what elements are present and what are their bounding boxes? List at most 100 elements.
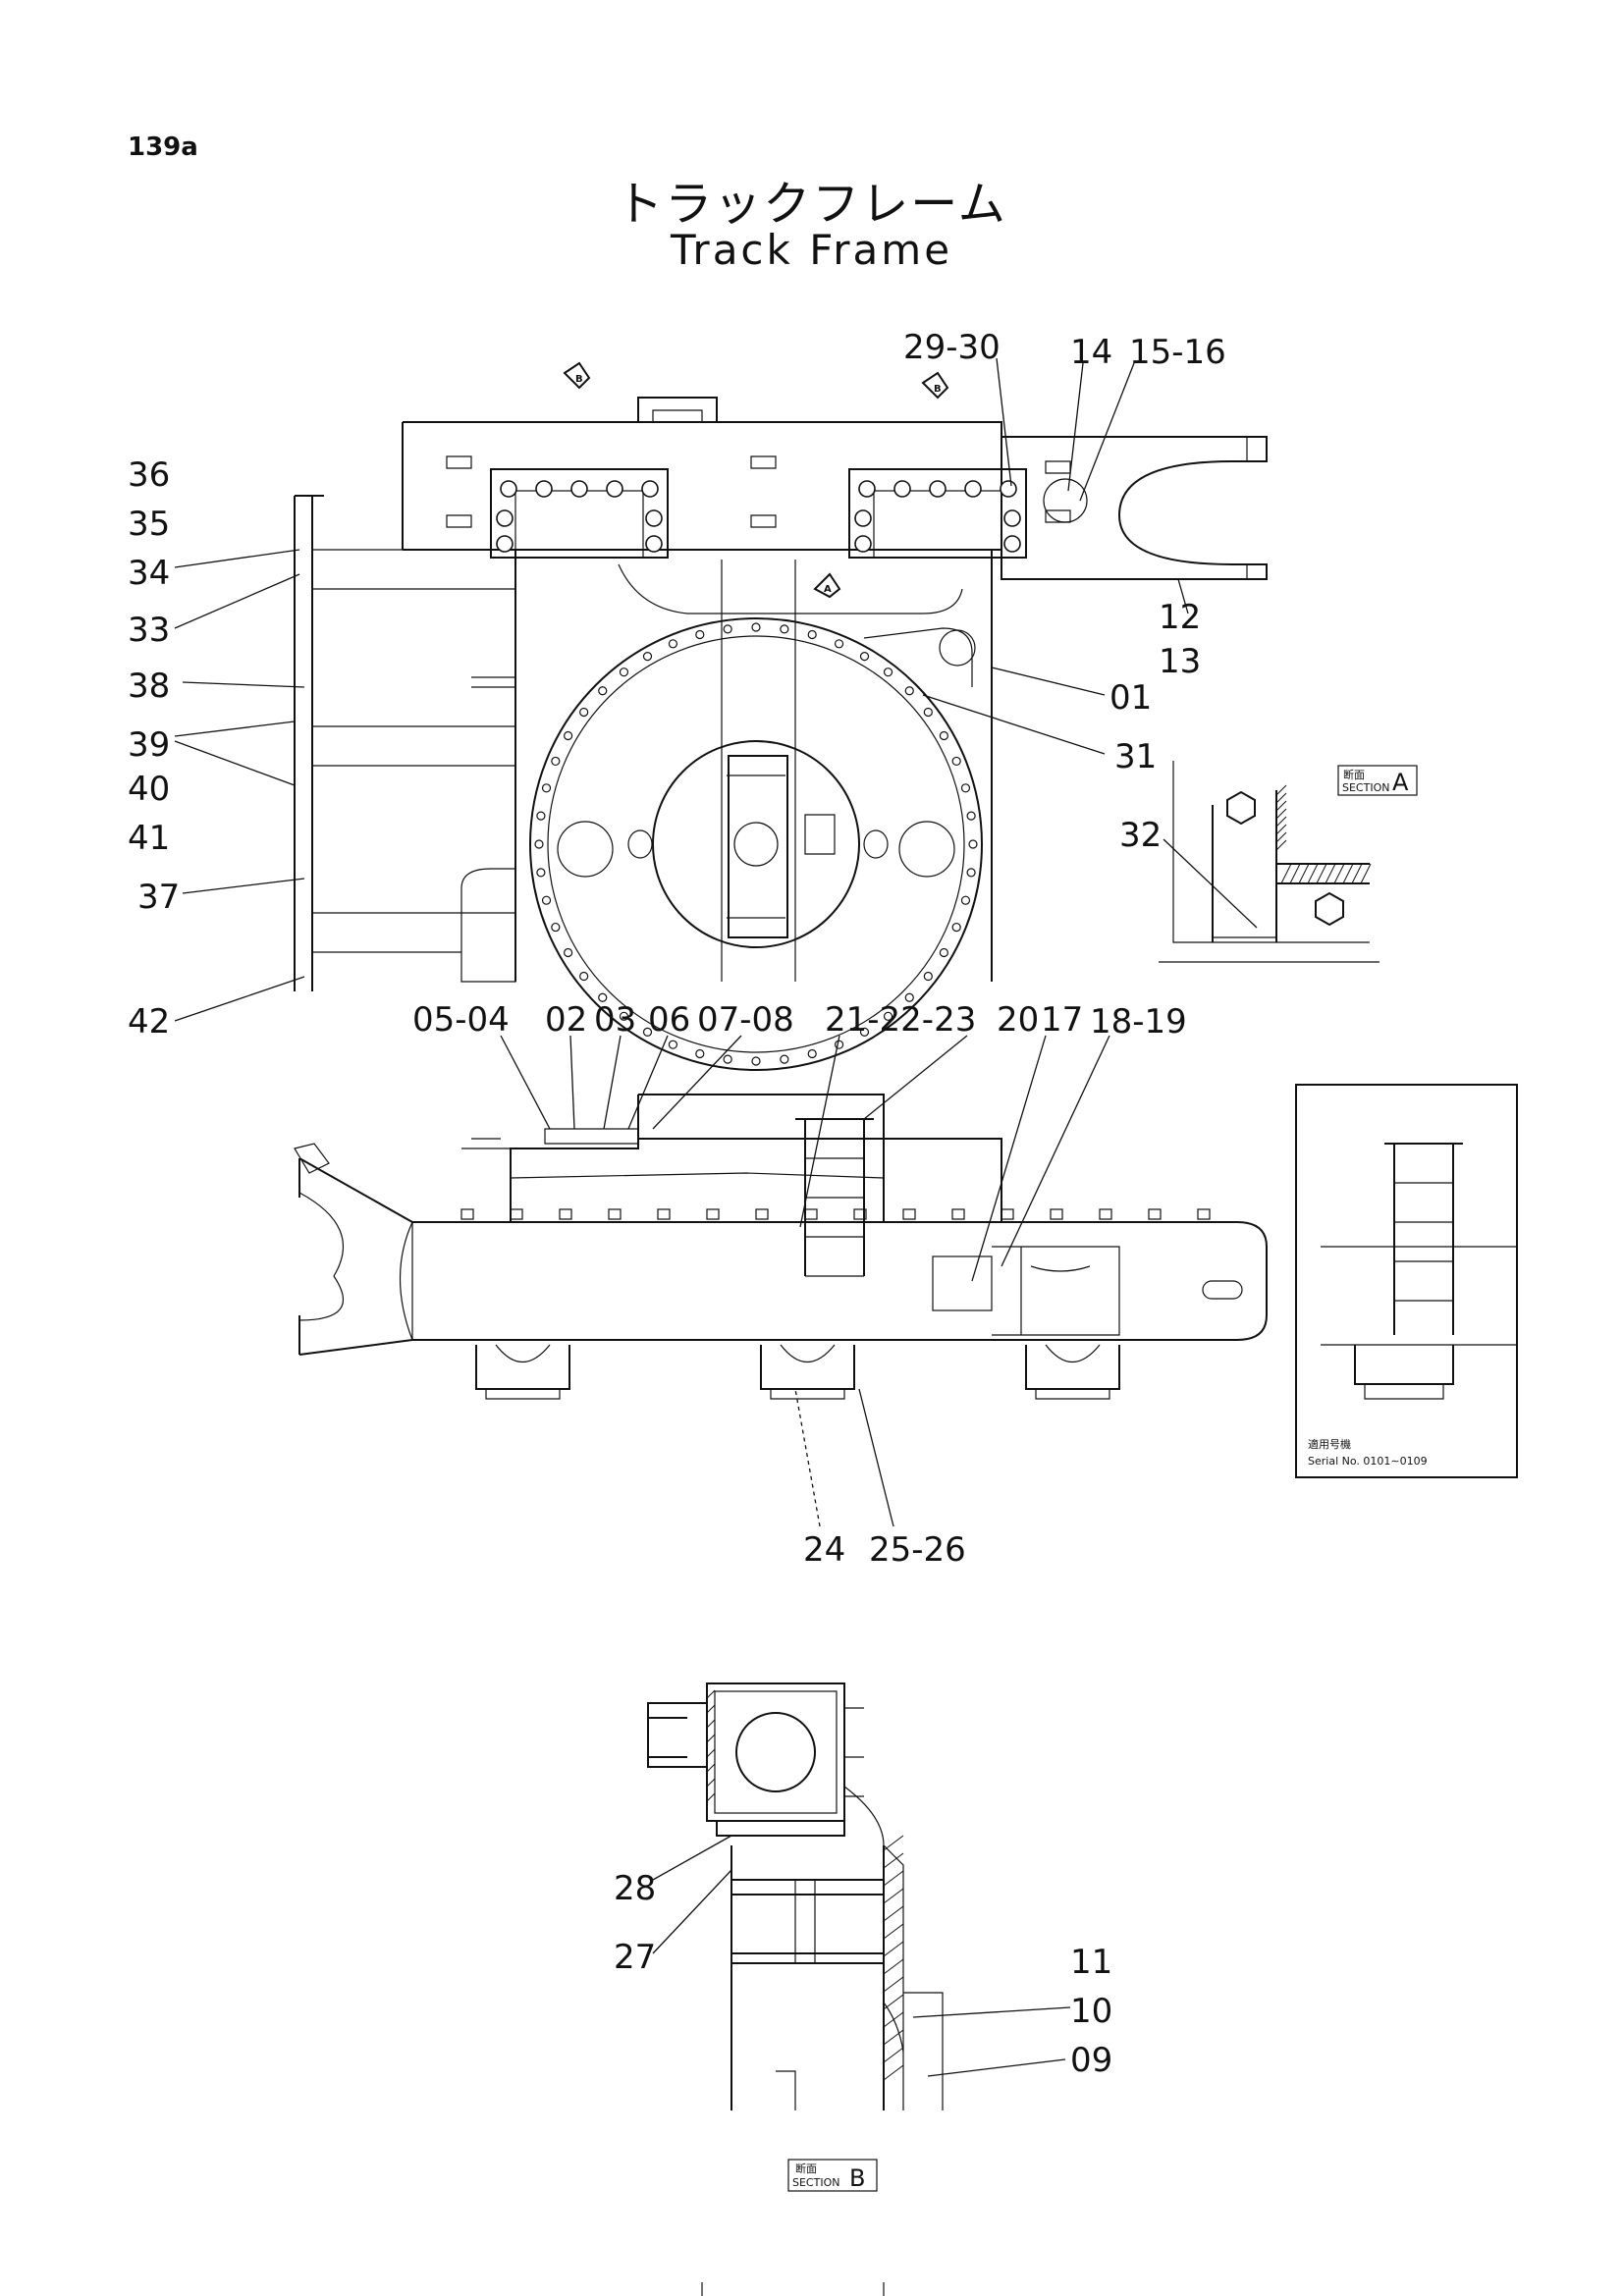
callout-12: 12 xyxy=(1159,598,1201,637)
ring-bolt-hole xyxy=(951,756,961,767)
callout-25-26: 25-26 xyxy=(869,1530,966,1570)
bolt-hole xyxy=(1003,535,1021,553)
section-hatch xyxy=(1298,863,1310,884)
svg-text:B: B xyxy=(575,374,583,385)
callout-labels: 29-30 14 15-16 36 35 34 33 38 39 40 41 3… xyxy=(128,328,1226,2080)
roller-curve xyxy=(1045,1344,1101,1362)
section-hatch xyxy=(883,1835,904,1851)
title-english: Track Frame xyxy=(670,226,953,274)
roller-bracket xyxy=(760,1345,855,1390)
ring-bolt-hole xyxy=(695,629,705,640)
ring-bolt-hole xyxy=(579,707,589,718)
ring-bolt-hole xyxy=(536,868,546,878)
section-hatch xyxy=(706,1778,716,1788)
section-b-tag: 断面 SECTION B xyxy=(787,2159,878,2192)
section-hatch xyxy=(883,1976,904,1993)
inset-caption-en: Serial No. 0101∼0109 xyxy=(1308,1455,1428,1468)
deck-bolt xyxy=(460,1208,474,1220)
section-hatch xyxy=(883,2064,904,2081)
bolt-hole xyxy=(500,480,517,498)
callout-34: 34 xyxy=(128,554,170,593)
section-hatch xyxy=(1351,863,1363,884)
deck-bolt xyxy=(657,1208,671,1220)
callout-06: 06 xyxy=(648,1000,690,1040)
inset-caption-jp: 適用号機 xyxy=(1308,1437,1351,1451)
ring-bolt-hole xyxy=(564,730,573,741)
ring-bolt-hole xyxy=(564,947,573,958)
roller-base xyxy=(1035,1389,1110,1400)
callout-24: 24 xyxy=(803,1530,845,1570)
section-hatch xyxy=(1307,863,1319,884)
deck-bolt xyxy=(1050,1208,1063,1220)
svg-text:SECTION: SECTION xyxy=(792,2176,839,2189)
callout-38: 38 xyxy=(128,667,170,706)
roller-curve xyxy=(780,1344,836,1362)
ring-bolt-hole xyxy=(939,730,948,741)
ring-bolt-hole xyxy=(551,756,561,767)
section-hatch xyxy=(883,2029,904,2046)
ring-bolt-hole xyxy=(668,1040,678,1049)
ring-bolt-hole xyxy=(960,783,971,793)
roller-base xyxy=(485,1389,561,1400)
section-hatch xyxy=(1275,784,1287,796)
section-hatch xyxy=(706,1704,716,1714)
svg-text:SECTION: SECTION xyxy=(1342,781,1389,794)
ring-bolt-hole xyxy=(642,1027,653,1037)
bolt-hole xyxy=(496,509,514,527)
callout-01: 01 xyxy=(1109,678,1152,718)
deck-bolt xyxy=(559,1208,572,1220)
section-hatch xyxy=(706,1719,716,1729)
ring-bolt-hole xyxy=(834,1040,844,1049)
callout-40: 40 xyxy=(128,770,170,809)
ring-bolt-hole xyxy=(883,667,893,677)
bolt-hole xyxy=(641,480,659,498)
bolt-hole xyxy=(893,480,911,498)
section-hatch xyxy=(1316,863,1327,884)
callout-07-08: 07-08 xyxy=(697,1000,794,1040)
deck-bolt xyxy=(853,1208,867,1220)
section-hatch xyxy=(1275,824,1287,835)
view-marker-b-top: B xyxy=(563,361,591,390)
ring-bolt-hole xyxy=(939,947,948,958)
section-hatch xyxy=(706,1748,716,1758)
callout-28: 28 xyxy=(614,1869,656,1908)
ring-bolt-hole xyxy=(966,868,976,878)
section-a-detail: 断面 SECTION A xyxy=(1159,761,1418,963)
svg-text:断面: 断面 xyxy=(795,2162,817,2175)
callout-37: 37 xyxy=(137,878,180,917)
section-b-view: 断面 SECTION B xyxy=(647,1682,944,2192)
section-hatch xyxy=(706,1689,716,1699)
ring-bolt-hole xyxy=(541,783,552,793)
title-japanese: トラックフレーム xyxy=(616,177,1007,232)
deck-bolt xyxy=(902,1208,916,1220)
section-hatch xyxy=(1275,808,1287,820)
ring-bolt-hole xyxy=(834,639,844,649)
section-hatch xyxy=(883,2011,904,2028)
callout-13: 13 xyxy=(1159,642,1201,681)
ring-bolt-hole xyxy=(668,639,678,649)
ring-bolt-hole xyxy=(780,1054,789,1064)
deck-bolt xyxy=(755,1208,769,1220)
side-view xyxy=(294,1094,1268,1400)
leader-lines xyxy=(174,357,1258,2077)
roller-base xyxy=(770,1389,845,1400)
ring-bolt-hole xyxy=(723,1054,732,1064)
section-hatch xyxy=(1280,863,1292,884)
callout-41: 41 xyxy=(128,819,170,858)
ring-bolt-hole xyxy=(619,1011,629,1021)
ring-bolt-hole xyxy=(968,839,978,849)
ring-bolt-hole xyxy=(751,622,761,632)
callout-05-04: 05-04 xyxy=(412,1000,510,1040)
ring-bolt-hole xyxy=(923,971,933,982)
callout-35: 35 xyxy=(128,505,170,544)
deck-bolt xyxy=(1197,1208,1211,1220)
callout-14: 14 xyxy=(1070,333,1112,372)
ring-bolt-hole xyxy=(966,811,976,821)
ring-bolt-hole xyxy=(642,652,653,662)
section-hatch xyxy=(883,1905,904,1922)
section-hatch xyxy=(883,1941,904,1957)
callout-33: 33 xyxy=(128,611,170,650)
deck-bolt xyxy=(951,1208,965,1220)
